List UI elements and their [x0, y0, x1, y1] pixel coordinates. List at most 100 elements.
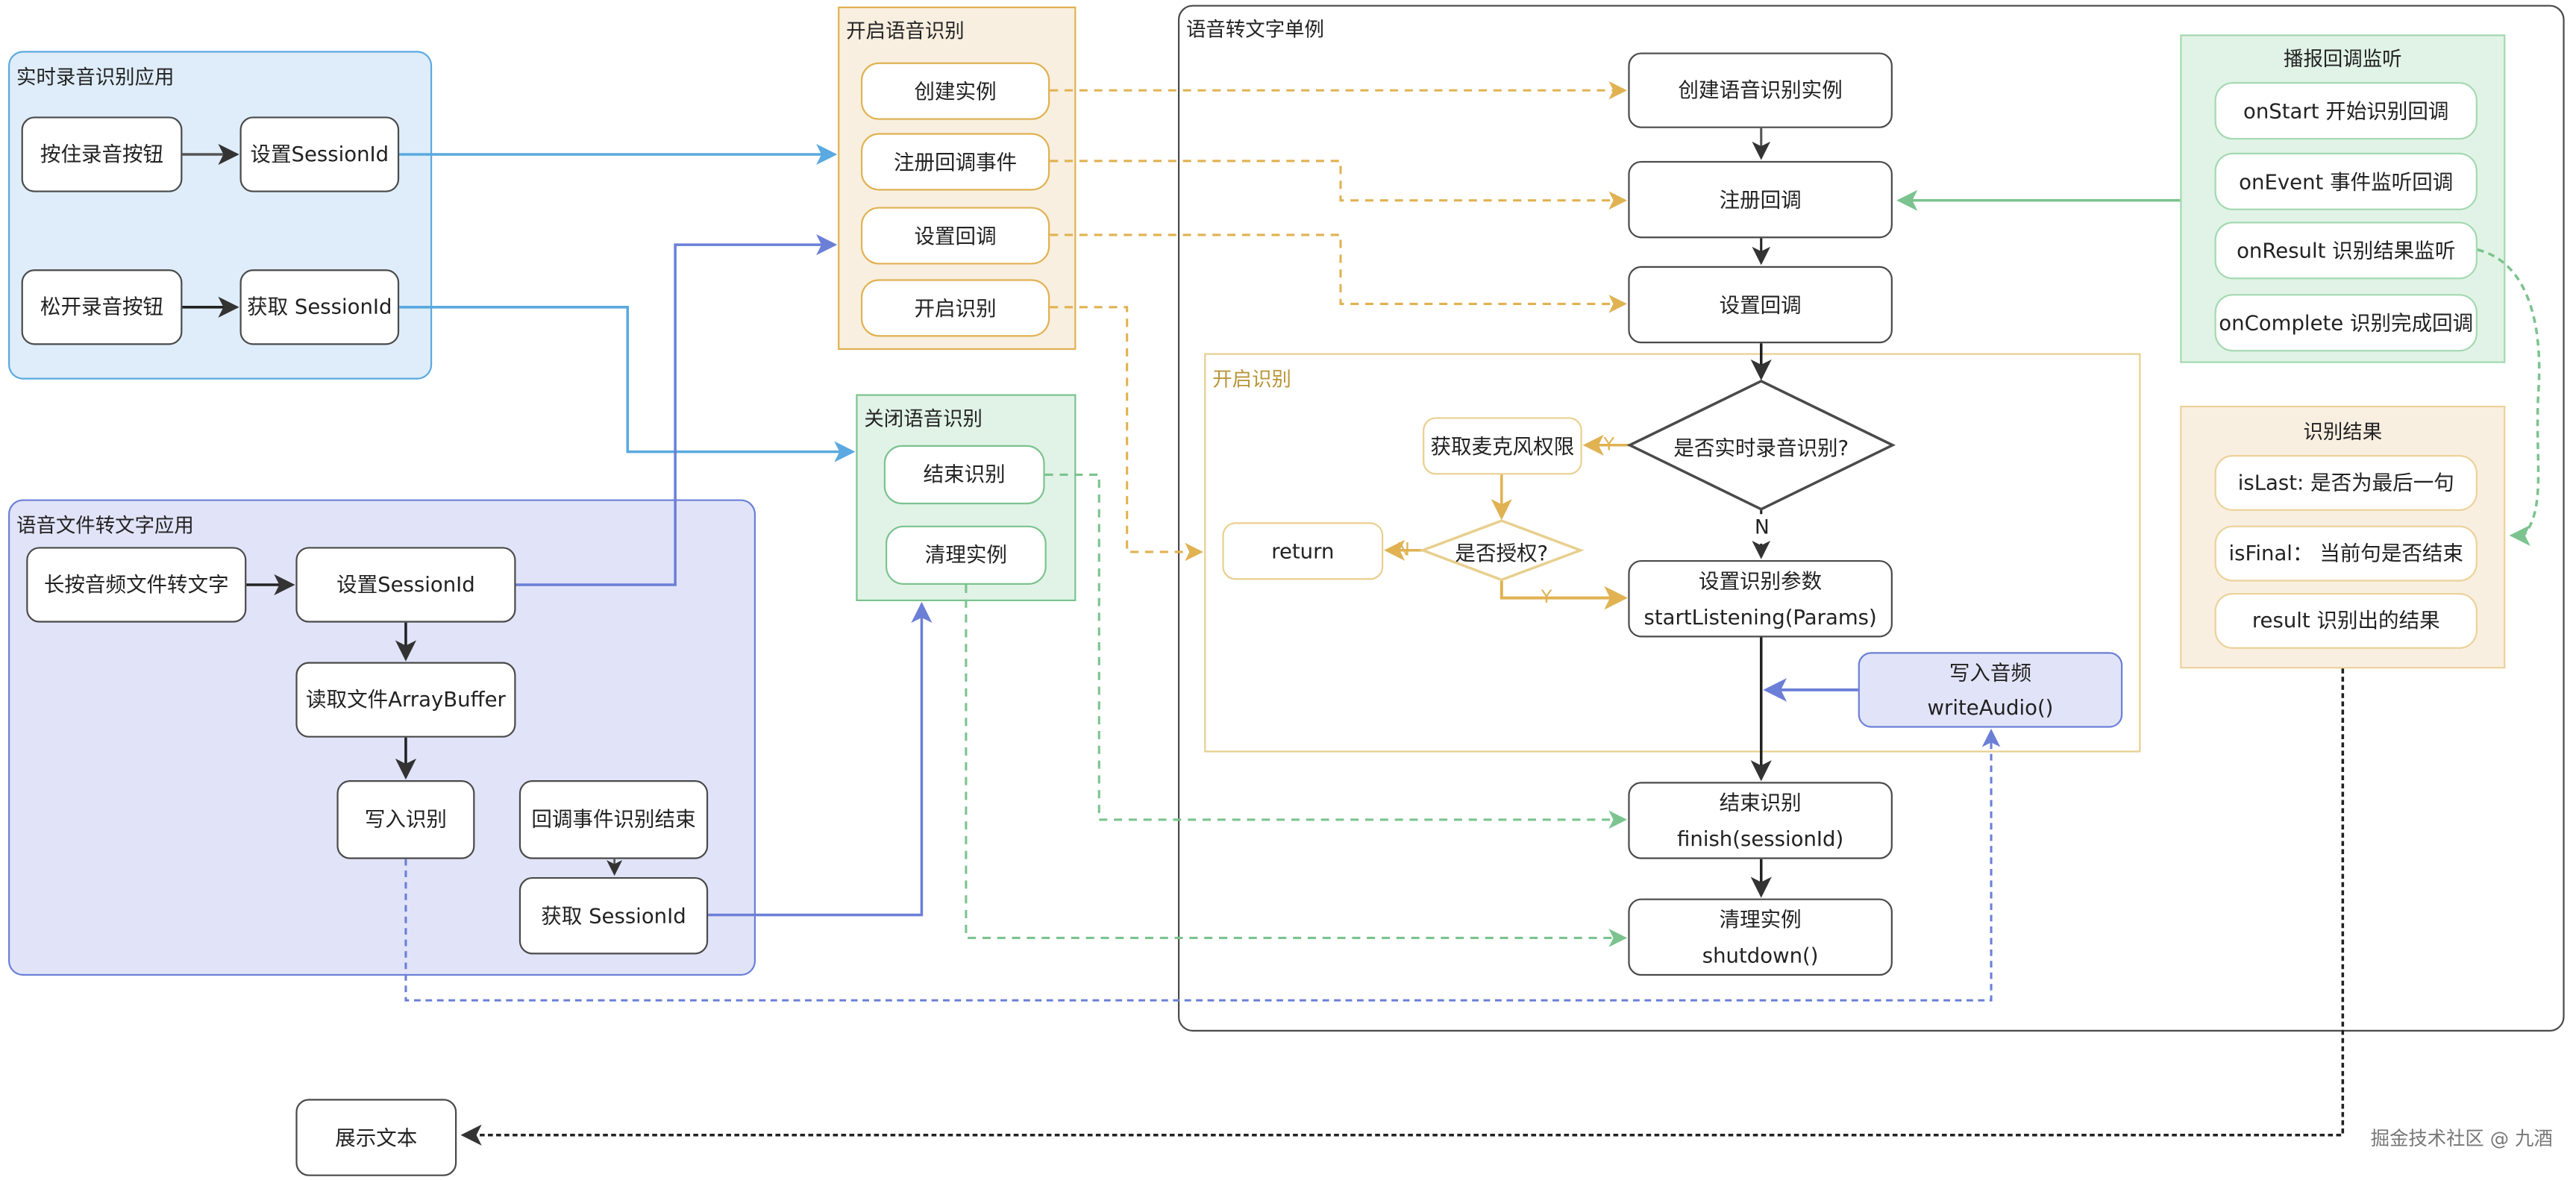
- node-label: 结束识别: [1719, 790, 1802, 815]
- node-set-params: 设置识别参数 startListening(Params): [1628, 559, 1893, 638]
- node-create-recognizer: 创建语音识别实例: [1628, 52, 1893, 128]
- node-write-audio: 写入音频 writeAudio(): [1858, 652, 2123, 728]
- node-code: shutdown(): [1702, 941, 1819, 967]
- node-label: isFinal： 当前句是否结束: [2228, 540, 2463, 565]
- node-file-get-session-id: 获取 SessionId: [518, 876, 709, 955]
- node-label: 注册回调: [1719, 186, 1802, 212]
- node-set-callback-item: 设置回调: [860, 207, 1050, 265]
- node-label: result 识别出的结果: [2251, 608, 2440, 633]
- node-label: onResult 识别结果监听: [2237, 237, 2456, 263]
- node-label: 读取文件ArrayBuffer: [306, 686, 506, 712]
- node-label: 开启识别: [914, 295, 997, 320]
- node-set-callback: 设置回调: [1628, 266, 1893, 344]
- node-result: result 识别出的结果: [2214, 592, 2478, 649]
- node-on-complete: onComplete 识别完成回调: [2214, 294, 2478, 352]
- node-read-array-buffer: 读取文件ArrayBuffer: [295, 662, 516, 738]
- label-no-auth: N: [1396, 539, 1411, 560]
- node-label: onEvent 事件监听回调: [2239, 169, 2454, 194]
- group-title: 开启识别: [1212, 368, 1291, 392]
- node-label: 设置SessionId: [250, 141, 389, 166]
- group-title: 播报回调监听: [2284, 47, 2402, 71]
- arrow-write-to-writeaudio: [404, 728, 2001, 1002]
- node-return: return: [1222, 522, 1384, 580]
- arrow-register-callback: [1050, 160, 1628, 210]
- node-shutdown: 清理实例 shutdown(): [1628, 898, 1893, 976]
- node-get-session-id: 获取 SessionId: [239, 269, 400, 345]
- node-set-session-id: 设置SessionId: [239, 116, 400, 192]
- group-title: 关闭语音识别: [864, 407, 983, 430]
- node-label: isLast: 是否为最后一句: [2237, 470, 2454, 495]
- node-file-set-session-id: 设置SessionId: [295, 547, 516, 623]
- node-on-event: onEvent 事件监听回调: [2214, 152, 2478, 210]
- node-finish: 结束识别 finish(sessionId): [1628, 782, 1893, 859]
- node-display-text: 展示文本: [295, 1099, 457, 1176]
- node-label: 写入音频: [1949, 659, 2032, 685]
- node-label: 松开录音按钮: [40, 294, 164, 319]
- decision-realtime: [1626, 379, 1896, 511]
- decision-realtime-label: 是否实时录音识别?: [1673, 434, 1849, 459]
- node-label: 设置回调: [914, 222, 997, 248]
- label-yes-realtime: Y: [1603, 433, 1615, 456]
- node-label: 获取麦克风权限: [1430, 433, 1575, 458]
- label-yes-auth: Y: [1541, 586, 1552, 608]
- node-label: 回调事件识别结束: [531, 806, 696, 832]
- node-label: 结束识别: [923, 462, 1006, 487]
- node-label: 设置识别参数: [1699, 568, 1823, 594]
- watermark: 掘金技术社区 @ 九酒: [2370, 1126, 2553, 1150]
- node-on-start: onStart 开始识别回调: [2214, 82, 2478, 140]
- node-label: onStart 开始识别回调: [2243, 98, 2449, 123]
- node-register-callback: 注册回调: [1628, 160, 1893, 239]
- node-long-press-file: 长按音频文件转文字: [26, 547, 247, 623]
- node-get-mic-permission: 获取麦克风权限: [1423, 417, 1582, 475]
- arrow-start-recognition: [1050, 306, 1203, 562]
- group-title: 语音文件转文字应用: [16, 514, 194, 538]
- group-title: 语音转文字单例: [1185, 18, 1325, 42]
- node-label: 创建语音识别实例: [1678, 77, 1843, 102]
- node-end-recognition-item: 结束识别: [883, 445, 1045, 505]
- decision-authorized: [1419, 519, 1585, 582]
- node-label: 按住录音按钮: [40, 141, 164, 166]
- node-code: finish(sessionId): [1677, 825, 1844, 850]
- node-label: 清理实例: [924, 542, 1007, 568]
- group-singleton: 语音转文字单例: [1177, 4, 2565, 1032]
- node-cleanup-instance-item: 清理实例: [885, 525, 1047, 585]
- node-label: 设置回调: [1719, 292, 1802, 317]
- group-title: 实时录音识别应用: [16, 66, 175, 89]
- group-title: 开启语音识别: [846, 19, 965, 43]
- arrow-get-session-to-stop: [399, 306, 856, 462]
- group-title: 识别结果: [2303, 420, 2383, 444]
- node-release-record-button: 松开录音按钮: [21, 269, 183, 345]
- arrow-file-get-session-to-stop: [708, 601, 933, 917]
- node-label: 获取 SessionId: [247, 294, 392, 319]
- node-press-record-button: 按住录音按钮: [21, 116, 183, 192]
- node-is-last: isLast: 是否为最后一句: [2214, 455, 2478, 511]
- node-is-final: isFinal： 当前句是否结束: [2214, 525, 2478, 582]
- arrow-onresult-to-result: [2477, 248, 2541, 547]
- node-on-result: onResult 识别结果监听: [2214, 222, 2478, 280]
- node-label: 写入识别: [364, 806, 447, 832]
- arrow-set-callback: [1050, 233, 1628, 313]
- arrow-shutdown: [965, 584, 1628, 947]
- group-start-block: 开启识别: [1204, 353, 2141, 753]
- decision-authorized-label: 是否授权?: [1455, 539, 1549, 565]
- arrow-finish: [1044, 473, 1628, 829]
- node-label: 清理实例: [1719, 907, 1802, 932]
- node-start-recognition-item: 开启识别: [860, 279, 1050, 337]
- node-label: 获取 SessionId: [541, 903, 686, 928]
- label-no-realtime: N: [1754, 515, 1770, 539]
- node-create-instance: 创建实例: [860, 62, 1050, 120]
- node-label: return: [1271, 538, 1335, 563]
- arrow-auth-yes: [1499, 580, 1628, 610]
- node-label: onComplete 识别完成回调: [2219, 310, 2474, 335]
- arrow-result-to-display: [460, 668, 2345, 1146]
- node-label: 设置SessionId: [336, 571, 475, 597]
- node-register-events: 注册回调事件: [860, 133, 1050, 191]
- node-write-recognize: 写入识别: [336, 780, 475, 859]
- node-label: 创建实例: [914, 78, 997, 103]
- arrow-file-set-session-to-start: [515, 234, 838, 586]
- node-code: writeAudio(): [1927, 694, 2054, 720]
- node-label: 展示文本: [335, 1124, 418, 1149]
- node-callback-end: 回调事件识别结束: [518, 780, 709, 859]
